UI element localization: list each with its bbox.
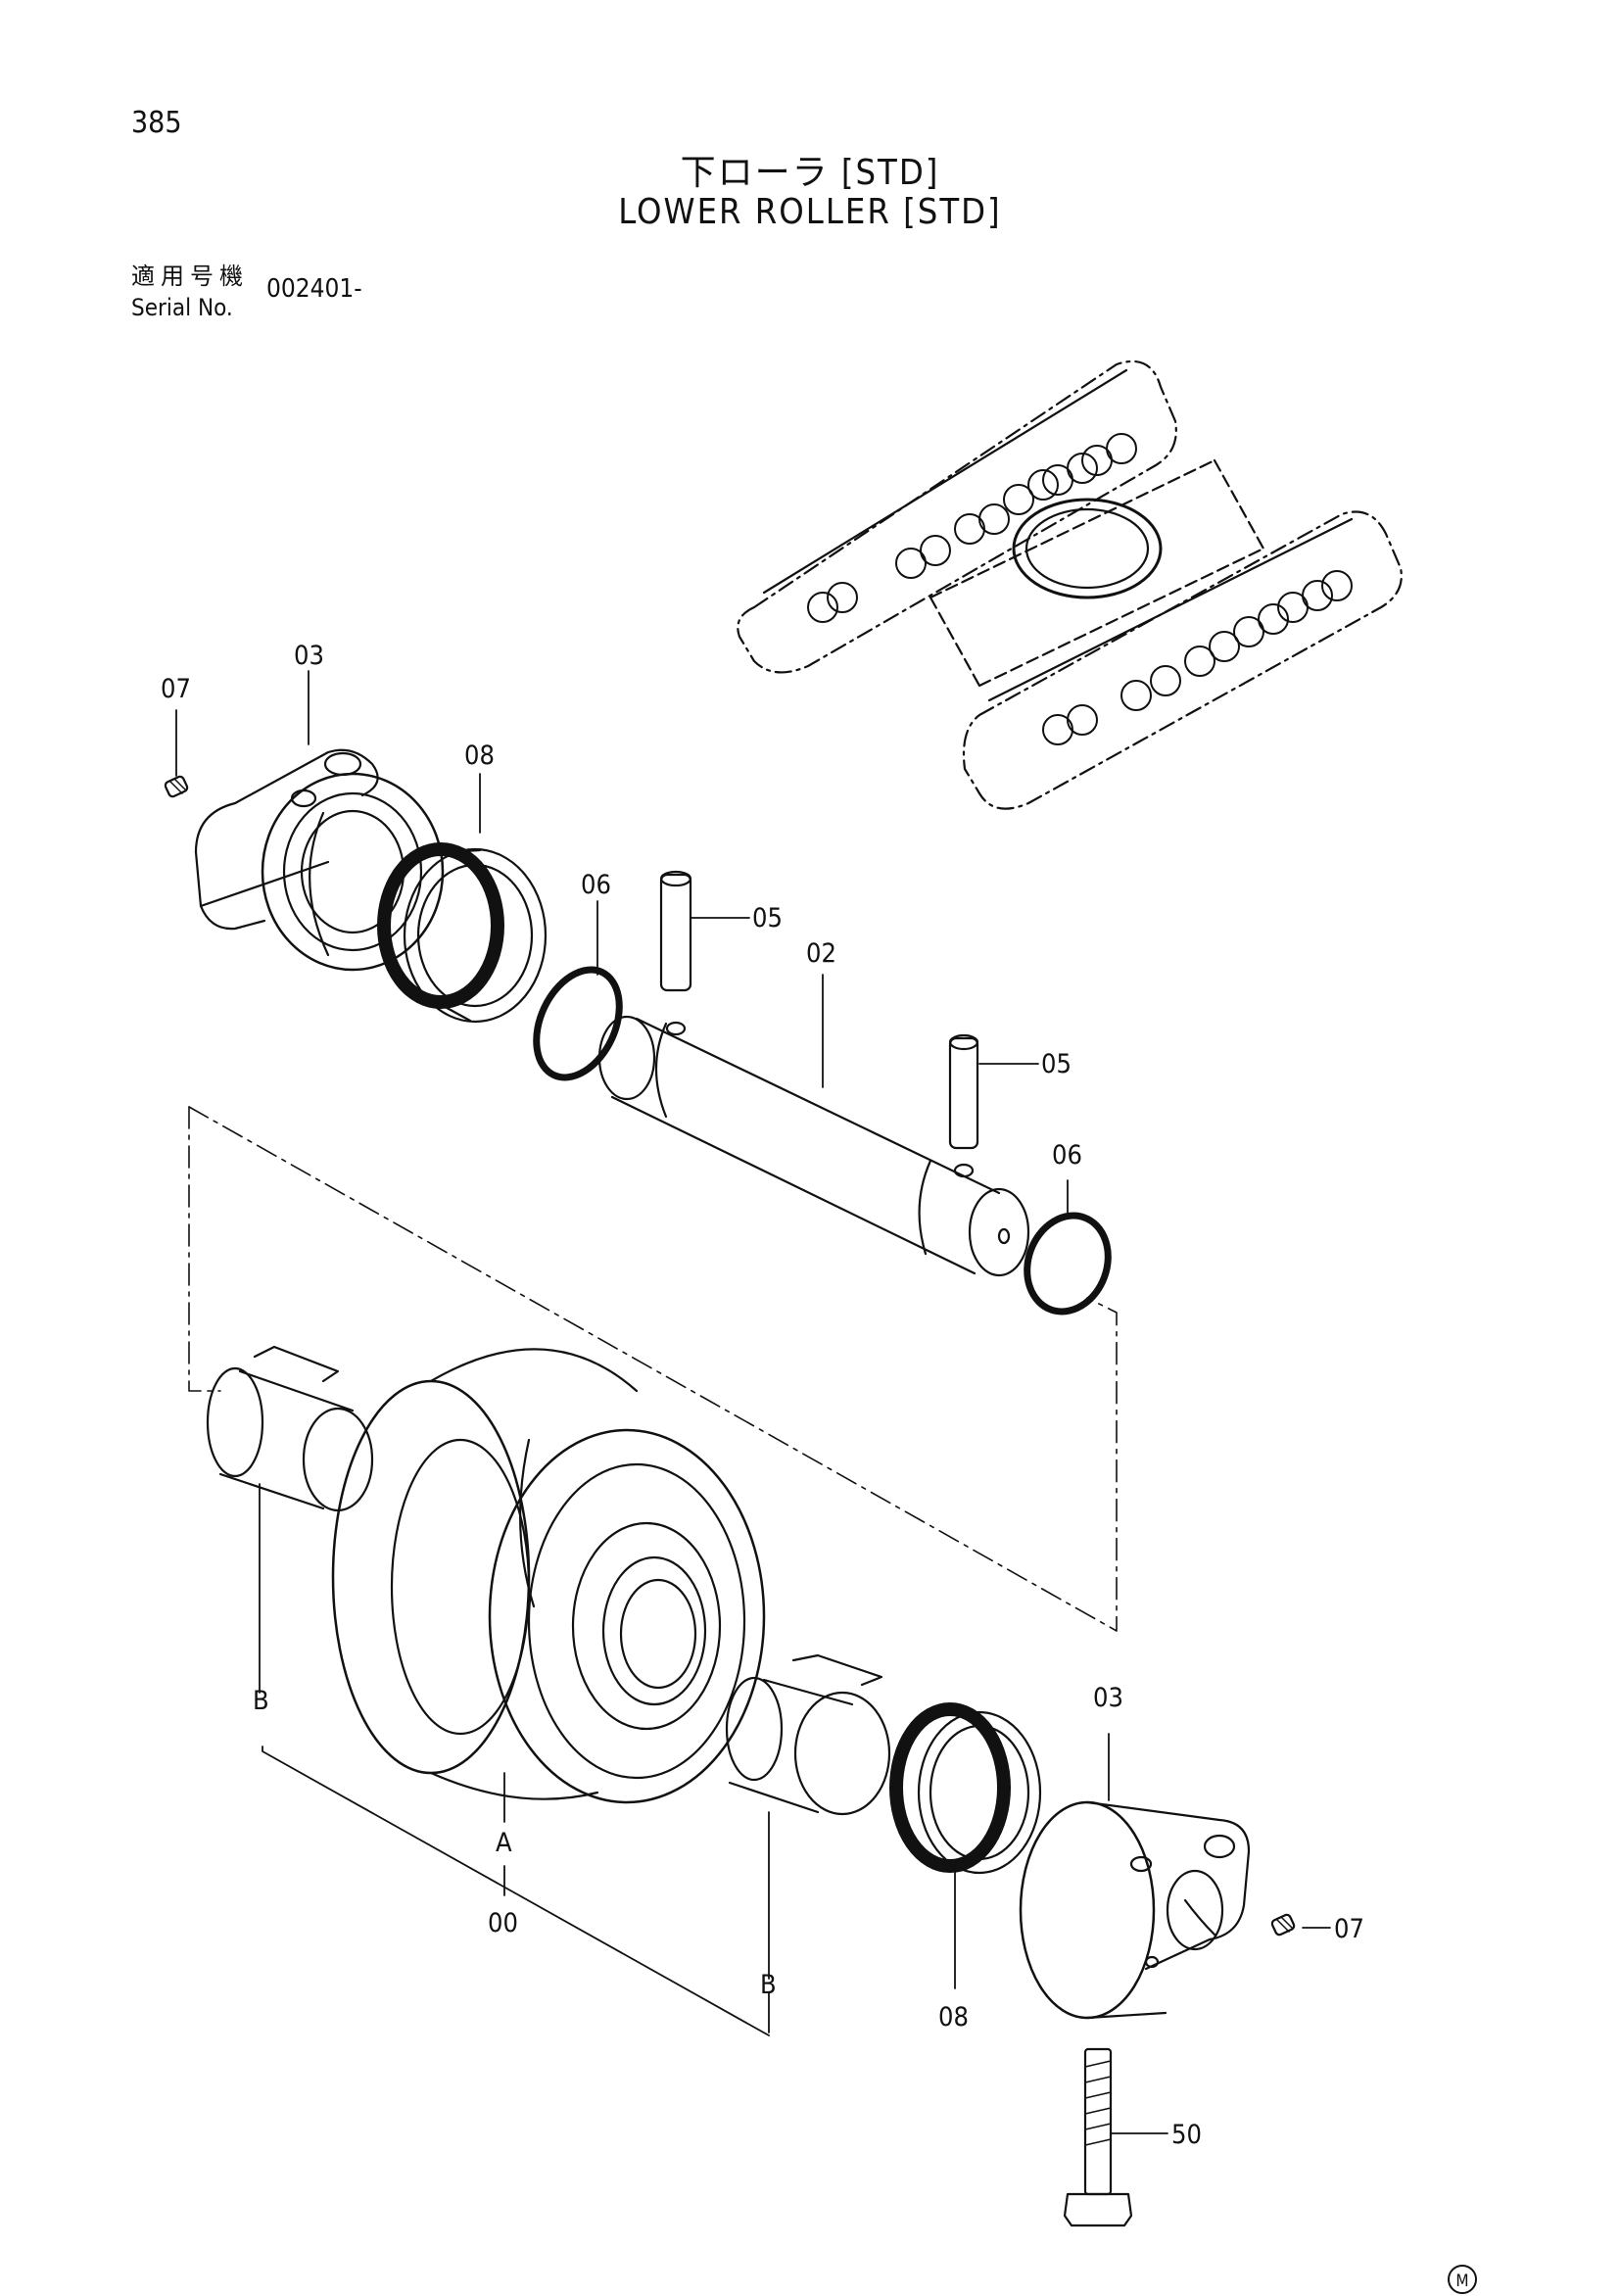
roller-body [331,1348,766,1804]
callout-b-right: B [760,1970,777,2000]
pin-lower [948,1033,979,1150]
serial-number-value: 002401- [266,274,362,304]
collar-upper [194,748,445,972]
callout-08-upper: 08 [464,741,495,771]
callout-50: 50 [1171,2120,1202,2150]
leader-lines [175,670,1331,2134]
bushing-right [725,1653,891,1816]
pin-upper [659,870,692,992]
o-ring-upper [533,966,623,1081]
callout-labels: 07 03 08 06 05 02 05 06 B A 00 B 08 03 0… [161,641,1364,2150]
bolt [1063,2047,1133,2227]
set-screw-lower [1270,1913,1296,1937]
callout-b-left: B [253,1686,269,1716]
serial-label-japanese: 適用号機 [131,263,249,290]
o-ring-lower [1024,1212,1112,1315]
set-screw-upper [164,775,189,798]
floating-seal-upper [377,842,548,1024]
bushing-left [206,1345,374,1512]
callout-00: 00 [488,1908,518,1938]
callout-a: A [496,1828,512,1858]
callout-07-lower: 07 [1334,1914,1364,1944]
callout-05-upper: 05 [752,903,783,933]
callout-07-upper: 07 [161,674,191,704]
callout-05-lower: 05 [1041,1049,1072,1079]
roller-shaft [597,1015,1030,1277]
callout-08-lower: 08 [938,2002,969,2033]
undercarriage-overview [737,359,1403,810]
page-title-english: LOWER ROLLER [STD] [618,192,1002,232]
page-title-japanese: 下ローラ [STD] [680,153,940,193]
page-number: 385 [131,106,182,140]
assembly-guide-lines [188,1106,1118,1632]
callout-06-lower: 06 [1052,1140,1082,1171]
floating-seal-lower [889,1702,1042,1875]
callout-02: 02 [806,938,836,969]
collar-lower [1019,1800,1251,2020]
serial-label-english: Serial No. [131,294,233,321]
callout-03-lower: 03 [1093,1683,1123,1713]
callout-06-upper: 06 [581,870,611,900]
callout-03-upper: 03 [294,641,324,671]
